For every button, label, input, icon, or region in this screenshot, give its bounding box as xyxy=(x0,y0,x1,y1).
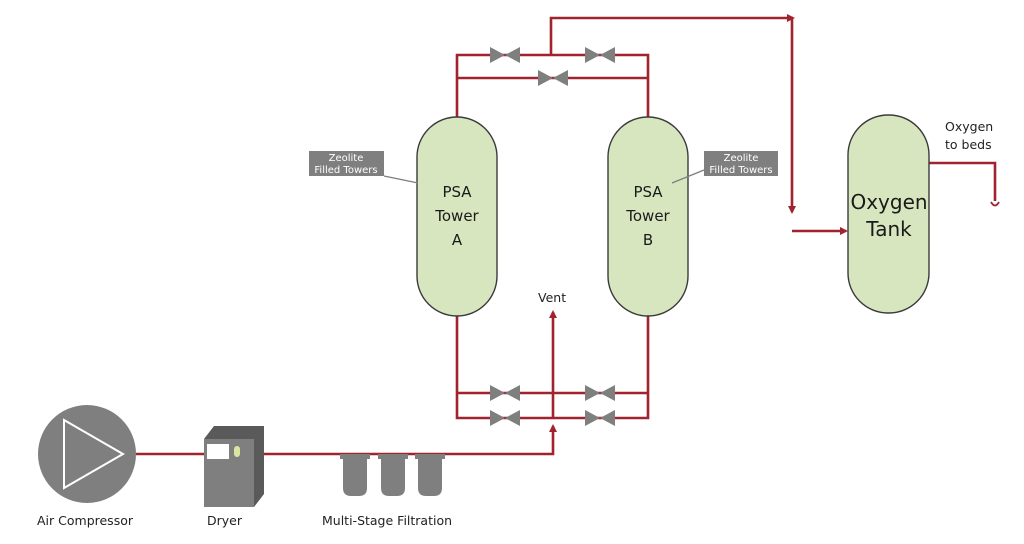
filtration-icon xyxy=(340,454,445,496)
tower-a-label-line3: A xyxy=(452,231,463,249)
oxygen-outlet-pipe xyxy=(928,161,997,201)
oxygen-outlet-label-line1: Oxygen xyxy=(945,119,993,134)
tank-label-line2: Tank xyxy=(865,217,912,241)
tower-a-label-line1: PSA xyxy=(442,183,472,201)
oxygen-outlet-label-line2: to beds xyxy=(945,137,992,152)
valve-icon xyxy=(490,410,520,426)
callout-right: Zeolite Filled Towers xyxy=(671,151,778,184)
callout-left-line2: Filled Towers xyxy=(314,165,377,176)
valve-icon xyxy=(538,70,568,86)
valve-icon xyxy=(585,47,615,63)
outlet-hook xyxy=(990,201,1000,207)
valve-icon xyxy=(585,385,615,401)
callout-left-line1: Zeolite xyxy=(329,153,364,164)
product-pipe xyxy=(549,14,795,55)
callout-right-line2: Filled Towers xyxy=(709,165,772,176)
valve-icon xyxy=(585,410,615,426)
dryer-icon xyxy=(204,426,264,507)
top-manifold xyxy=(455,53,650,118)
callout-left: Zeolite Filled Towers xyxy=(309,151,419,184)
psa-tower-b: PSA Tower B xyxy=(607,116,689,317)
tower-b-label-line1: PSA xyxy=(633,183,663,201)
valve-icon xyxy=(490,385,520,401)
oxygen-tank: Oxygen Tank xyxy=(847,114,930,314)
tower-b-label-line2: Tower xyxy=(625,207,670,225)
tower-a-label-line2: Tower xyxy=(434,207,479,225)
vent-label: Vent xyxy=(538,290,566,305)
tower-b-label-line3: B xyxy=(643,231,653,249)
dryer-label: Dryer xyxy=(207,513,243,528)
valve-icon xyxy=(490,47,520,63)
filtration-label: Multi-Stage Filtration xyxy=(322,513,452,528)
air-compressor xyxy=(38,405,136,503)
tank-label-line1: Oxygen xyxy=(850,190,927,214)
valves xyxy=(490,47,615,426)
compressor-label: Air Compressor xyxy=(37,513,134,528)
psa-tower-a: PSA Tower A xyxy=(416,116,498,317)
callout-right-line1: Zeolite xyxy=(724,153,759,164)
feed-pipe xyxy=(136,426,553,456)
